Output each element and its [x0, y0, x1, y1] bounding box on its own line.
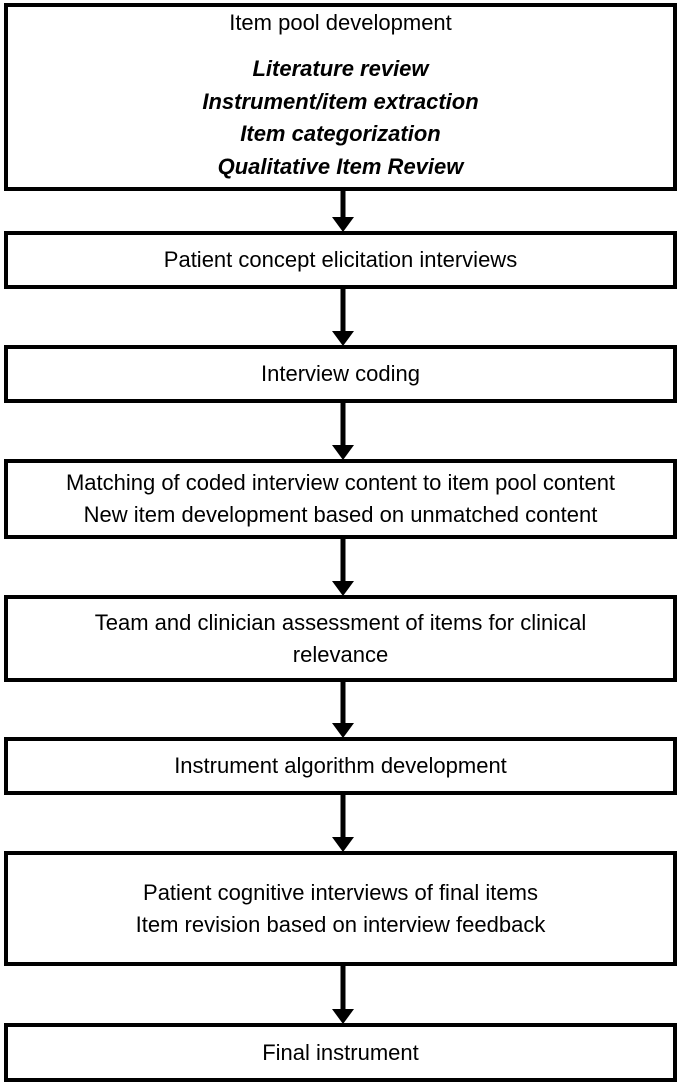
arrow-head [331, 581, 354, 596]
arrow-down-icon [330, 539, 356, 596]
flow-node-sublist: Literature review Instrument/item extrac… [202, 53, 478, 183]
flow-node-clinical-relevance-assessment: Team and clinician assessment of items f… [4, 595, 677, 682]
flow-node-subline: Literature review [252, 56, 429, 82]
flow-node-final-instrument: Final instrument [4, 1023, 677, 1082]
flow-node-line: Item revision based on interview feedbac… [135, 911, 546, 937]
arrow-head [331, 445, 354, 460]
flow-node-title: Item pool development [229, 10, 452, 36]
flow-node-line: Team and clinician assessment of items f… [94, 609, 587, 635]
flow-node-line: Instrument algorithm development [174, 753, 507, 779]
flow-node-line: relevance [292, 641, 389, 667]
flow-node-subline: Qualitative Item Review [217, 153, 464, 179]
arrow-shaft [340, 539, 345, 582]
arrow-down-icon [330, 403, 356, 460]
arrow-shaft [340, 966, 345, 1010]
flow-node-line: Final instrument [262, 1039, 419, 1065]
flow-node-patient-concept-elicitation-interviews: Patient concept elicitation interviews [4, 231, 677, 289]
flow-node-line: Matching of coded interview content to i… [65, 470, 616, 496]
arrow-shaft [340, 289, 345, 332]
arrow-shaft [340, 191, 345, 218]
arrow-head [331, 217, 354, 232]
arrow-head [331, 1009, 354, 1024]
flow-node-subline: Instrument/item extraction [202, 88, 479, 114]
flow-node-item-pool-development: Item pool development Literature review … [4, 3, 677, 191]
flow-node-patient-cognitive-interviews: Patient cognitive interviews of final it… [4, 851, 677, 966]
arrow-head [331, 331, 354, 346]
arrow-down-icon [330, 795, 356, 852]
arrow-shaft [340, 682, 345, 724]
flow-node-interview-coding: Interview coding [4, 345, 677, 403]
arrow-down-icon [330, 191, 356, 232]
arrow-shaft [340, 795, 345, 838]
flow-node-line: New item development based on unmatched … [83, 502, 598, 527]
flow-node-instrument-algorithm-development: Instrument algorithm development [4, 737, 677, 795]
flow-node-line: Patient concept elicitation interviews [163, 247, 518, 273]
flow-node-line: Interview coding [261, 361, 420, 387]
arrow-down-icon [330, 966, 356, 1024]
flow-node-matching-and-new-item-development: Matching of coded interview content to i… [4, 459, 677, 539]
arrow-head [331, 837, 354, 852]
arrow-down-icon [330, 682, 356, 738]
flow-node-line: Patient cognitive interviews of final it… [143, 879, 538, 905]
arrow-down-icon [330, 289, 356, 346]
flow-node-subline: Item categorization [240, 121, 441, 147]
arrow-shaft [340, 403, 345, 446]
arrow-head [331, 723, 354, 738]
